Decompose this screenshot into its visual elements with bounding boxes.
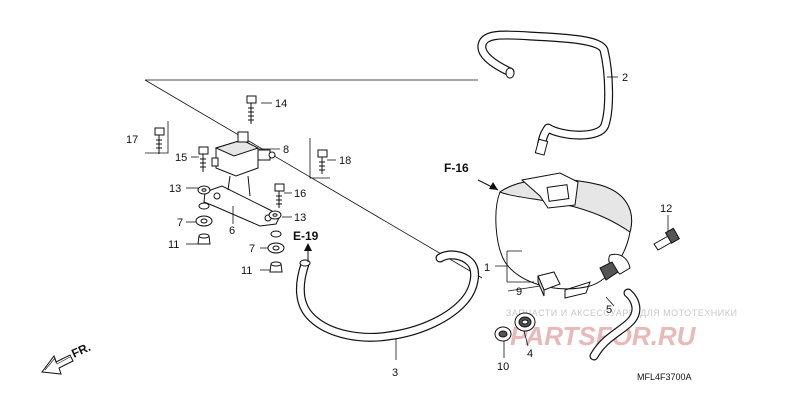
- pad-9: [537, 271, 561, 297]
- hose-5: [589, 288, 641, 361]
- f16-ref-arrow: [477, 179, 499, 191]
- callout-4: 4: [527, 348, 533, 360]
- callout-12: 12: [660, 203, 672, 215]
- bolt-18: [317, 149, 328, 174]
- ref-e19: E-19: [293, 229, 319, 243]
- valve-assembly: [211, 131, 276, 177]
- bolt-17: [154, 127, 165, 154]
- callout-11b: 11: [241, 265, 252, 277]
- callout-16: 16: [294, 188, 306, 200]
- callout-8: 8: [283, 144, 289, 156]
- grommet-4: [514, 312, 536, 332]
- bolt-14: [246, 95, 257, 124]
- e19-ref-arrow: [304, 243, 312, 262]
- washer-13a: [197, 185, 211, 195]
- callout-11a: 11: [168, 239, 179, 251]
- callout-7a: 7: [177, 217, 183, 229]
- collar-7a: [195, 202, 213, 227]
- callout-17: 17: [126, 134, 138, 146]
- front-label: FR.: [69, 340, 92, 361]
- callout-9: 9: [516, 286, 522, 298]
- bolt-16: [274, 183, 285, 208]
- callout-14: 14: [275, 98, 287, 110]
- callout-15: 15: [175, 152, 187, 164]
- bracket-6: [203, 175, 281, 227]
- diagram-code: MFL4F3700A: [637, 372, 692, 382]
- callout-5: 5: [606, 304, 612, 316]
- callout-7b: 7: [249, 243, 255, 255]
- callout-3: 3: [392, 367, 398, 379]
- nut-11b: [269, 261, 283, 273]
- guide-lines: [144, 79, 483, 279]
- canister: [495, 172, 633, 299]
- bolt-15: [198, 146, 209, 172]
- front-arrow-icon: [41, 354, 74, 375]
- watermark-caption: ЗАПЧАСТИ И АКСЕССУАРЫ ДЛЯ МОТОТЕХНИКИ: [506, 308, 737, 318]
- callout-1: 1: [484, 262, 490, 274]
- nut-10: [494, 326, 512, 342]
- callout-6: 6: [229, 225, 235, 237]
- callout-2: 2: [622, 72, 628, 84]
- ref-f16: F-16: [444, 161, 469, 175]
- callout-numbers: 2 1 9 3 4 5 10 12 14 17 8 15 18 13 16 13…: [126, 72, 672, 379]
- washer-13b: [268, 210, 282, 220]
- collar-7b: [267, 230, 285, 254]
- callout-10: 10: [497, 361, 509, 373]
- callout-13a: 13: [169, 183, 181, 195]
- hose-2: [477, 30, 614, 156]
- callout-18: 18: [339, 155, 351, 167]
- callout-13b: 13: [294, 212, 306, 224]
- bolt-12: [653, 227, 681, 251]
- hose-3: [295, 250, 480, 342]
- nut-11a: [197, 233, 211, 245]
- leader-lines: [186, 76, 669, 360]
